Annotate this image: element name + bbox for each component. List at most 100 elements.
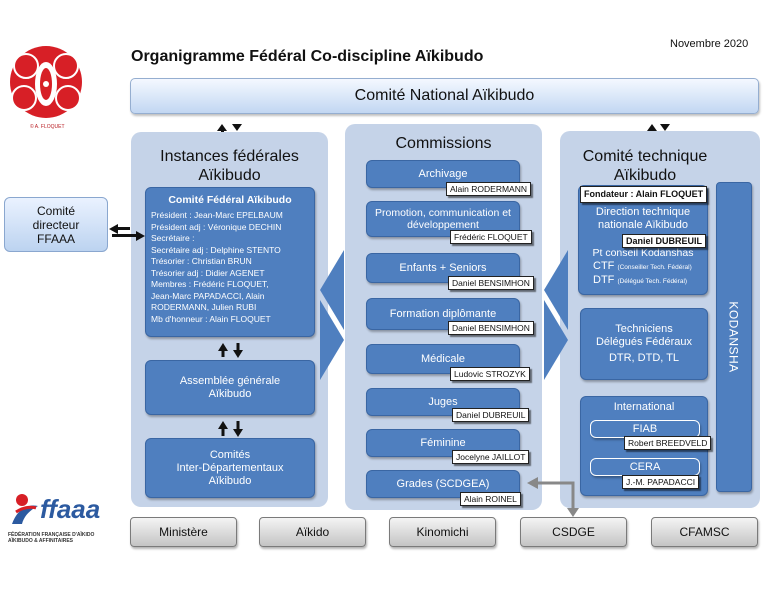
- cfa-line: Président adj : Véronique DECHIN: [151, 221, 282, 232]
- dtn-name: Daniel DUBREUIL: [622, 234, 707, 248]
- cfa-line: Mb d'honneur : Alain FLOQUET: [151, 313, 271, 324]
- commission-name: Jocelyne JAILLOT: [452, 450, 530, 464]
- arrow-down-instances: [232, 124, 242, 131]
- commission-name: Frédéric FLOQUET: [450, 230, 532, 244]
- cfa-line: RODERMANN, Julien RUBI: [151, 302, 257, 312]
- ctf-note: (Conseiller Tech. Fédéral): [617, 263, 692, 271]
- cid-line1: Comités: [209, 448, 251, 461]
- assemblee-generale-box: Assemblée générale Aïkibudo: [145, 360, 315, 415]
- commission-label: Juges: [428, 396, 458, 408]
- instances-title: Instances fédérales Aïkibudo: [131, 147, 328, 185]
- cfa-line: Jean-Marc PAPADACCI, Alain: [151, 290, 265, 301]
- commission-label: Médicale: [420, 353, 466, 365]
- arrow-down-csdge: [567, 508, 579, 517]
- cid-line3: Aïkibudo: [208, 474, 252, 487]
- commission-name: Daniel DUBREUIL: [452, 408, 530, 422]
- page-title: Organigramme Fédéral Co-discipline Aïkib…: [131, 48, 484, 65]
- fondateur-label: Fondateur : Alain FLOQUET: [580, 186, 708, 203]
- ffaaa-caption-line1: FÉDÉRATION FRANÇAISE D'AÏKIDO: [8, 532, 95, 538]
- cid-line2: Inter-Départementaux: [176, 461, 284, 474]
- commission-name: Ludovic STROZYK: [450, 367, 530, 381]
- cfa-line: Trésorier : Christian BRUN: [151, 256, 252, 266]
- bottom-cfamsc: CFAMSC: [651, 517, 758, 547]
- arrow-down-cid: [233, 429, 243, 437]
- arrow-down-technique: [660, 124, 670, 131]
- tech-line3: DTR, DTD, TL: [608, 352, 680, 364]
- dtn-line2: nationale Aïkibudo: [598, 218, 688, 231]
- instances-title-line1: Instances fédérales: [160, 148, 299, 165]
- ffaaa-caption-line2: AÏKIBUDO & AFFINITAIRES: [8, 538, 73, 544]
- commission-label: Grades (SCDGEA): [396, 478, 490, 490]
- cfa-line: Secrétaire adj : Delphine STENTO: [151, 244, 281, 255]
- arrow-down-ag: [233, 350, 243, 358]
- ffaaa-logo-text: ffaaa: [40, 494, 100, 524]
- ctf-label: CTF: [593, 259, 615, 272]
- commission-name: Alain ROINEL: [460, 492, 521, 506]
- tech-line2: Délégués Fédéraux: [595, 336, 692, 348]
- cd-line1: Comité: [36, 203, 75, 218]
- ag-line1: Assemblée générale: [179, 374, 281, 387]
- cfa-line: Membres : Frédéric FLOQUET,: [151, 279, 269, 289]
- cd-line2: directeur: [32, 217, 80, 232]
- commission-label: Promotion, communication et développemen…: [375, 207, 511, 231]
- tsuba-logo: [10, 46, 82, 118]
- commission-name: Alain RODERMANN: [446, 182, 531, 196]
- kodansha-label: KODANSHA: [727, 301, 742, 373]
- dtf-row: DTF (Délégué Tech. Fédéral): [579, 274, 707, 289]
- arrow-up-ag: [218, 343, 228, 351]
- arrow-left-grades: [527, 477, 538, 489]
- cfa-members: Président : Jean-Marc EPELBAUM Président…: [146, 206, 314, 329]
- technique-title-line2: Aïkibudo: [613, 167, 677, 184]
- international-label: International: [613, 401, 675, 413]
- commission-label: Formation diplômante: [389, 308, 497, 320]
- techniciens-box: Techniciens Délégués Fédéraux DTR, DTD, …: [580, 308, 708, 380]
- commission-name: Daniel BENSIMHON: [448, 276, 534, 290]
- arrow-up-technique: [647, 124, 657, 131]
- ag-line2: Aïkibudo: [208, 387, 252, 400]
- kodansha-box: KODANSHA: [716, 182, 752, 492]
- ffaaa-caption: FÉDÉRATION FRANÇAISE D'AÏKIDO AÏKIBUDO &…: [8, 532, 94, 544]
- grades-csdge-connector: [538, 481, 575, 510]
- chevron-left-technique: [544, 250, 568, 330]
- pconseil-label: Pt conseil Kodanshas: [592, 247, 694, 259]
- cfa-line: Secrétaire :: [151, 233, 195, 243]
- arrow-up-instances: [217, 124, 227, 131]
- comite-directeur-box: Comité directeur FFAAA: [4, 197, 108, 252]
- chevron-right-technique: [544, 300, 568, 380]
- chevron-left-instances: [320, 250, 344, 330]
- commission-feminine: Féminine: [366, 429, 520, 457]
- commission-label: Archivage: [418, 168, 468, 180]
- arrow-up-cid: [218, 421, 228, 429]
- cfa-line: Président : Jean-Marc EPELBAUM: [151, 210, 283, 220]
- comites-inter-dep-box: Comités Inter-Départementaux Aïkibudo: [145, 438, 315, 498]
- comite-national-bar: Comité National Aïkibudo: [130, 78, 759, 114]
- commission-medicale: Médicale: [366, 344, 520, 374]
- cera-label: CERA: [629, 461, 661, 473]
- cfa-line: Trésorier adj : Didier AGENET: [151, 267, 265, 278]
- bottom-csdge: CSDGE: [520, 517, 627, 547]
- fiab-label: FIAB: [632, 423, 658, 435]
- logo-caption: © A. FLOQUET: [30, 124, 65, 130]
- ffaaa-logo: ffaaa: [12, 494, 100, 524]
- comite-federal-box: Comité Fédéral Aïkibudo Président : Jean…: [145, 187, 315, 337]
- commissions-title: Commissions: [395, 135, 492, 152]
- cera-box: CERA: [590, 458, 700, 476]
- dtf-note: (Délégué Tech. Fédéral): [617, 278, 688, 285]
- bottom-ministere: Ministère: [130, 517, 237, 547]
- fiab-name: Robert BREEDVELD: [624, 436, 712, 450]
- instances-title-line2: Aïkibudo: [198, 167, 261, 184]
- bottom-aikido: Aïkido: [259, 517, 366, 547]
- arrow-right-cd: [136, 231, 145, 241]
- commission-name: Daniel BENSIMHON: [448, 321, 534, 335]
- bottom-kinomichi: Kinomichi: [389, 517, 496, 547]
- cd-line3: FFAAA: [36, 231, 75, 246]
- tech-line1: Techniciens: [615, 323, 673, 335]
- date-label: Novembre 2020: [670, 38, 749, 50]
- dtf-label: DTF: [593, 274, 615, 286]
- commission-label: Féminine: [420, 437, 466, 449]
- chevron-right-instances: [320, 300, 344, 380]
- arrow-left-cd: [109, 224, 118, 234]
- cera-name: J.-M. PAPADACCI: [622, 475, 700, 489]
- technique-title: Comité technique Aïkibudo: [560, 147, 730, 185]
